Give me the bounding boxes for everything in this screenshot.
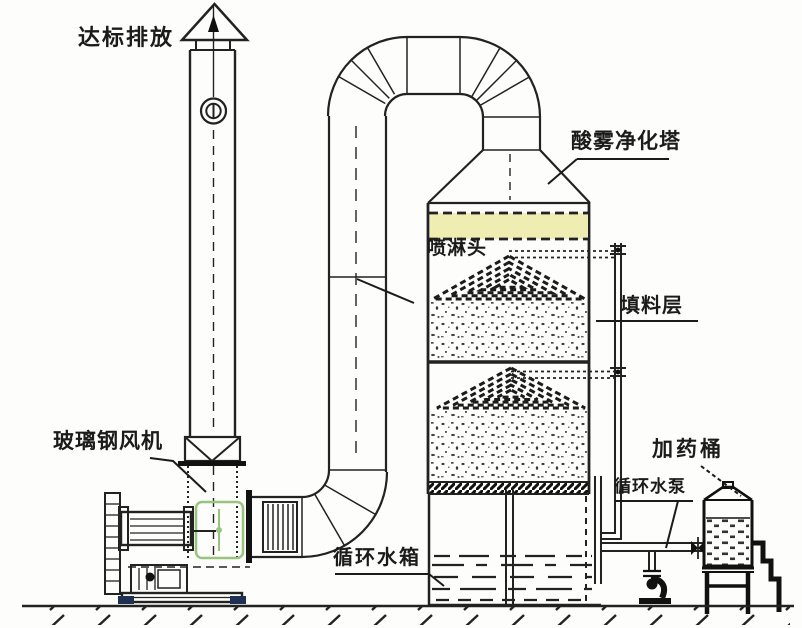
motor-bracket bbox=[104, 492, 121, 595]
sampling-port bbox=[199, 97, 228, 125]
label-compliant-emission: 达标排放 bbox=[78, 25, 175, 50]
spray-distributor-2 bbox=[436, 366, 586, 410]
ductwork bbox=[246, 35, 542, 563]
fan-motor bbox=[118, 506, 194, 551]
label-packing-layer: 填料层 bbox=[620, 295, 683, 317]
fan-assembly bbox=[104, 435, 250, 604]
flow-arrow bbox=[208, 15, 219, 32]
label-dosing-barrel: 加药桶 bbox=[652, 438, 724, 461]
spray-header-pipes bbox=[509, 250, 614, 379]
dosing-barrel bbox=[702, 481, 782, 614]
demister-band bbox=[430, 213, 588, 239]
spray-distributor-1 bbox=[427, 254, 591, 301]
leader-tower bbox=[547, 158, 669, 185]
bottom-elbow bbox=[301, 469, 389, 559]
circulation-pump bbox=[639, 569, 671, 604]
top-left-elbow bbox=[326, 35, 408, 117]
barrel-liquid bbox=[707, 519, 749, 565]
leader-tank bbox=[335, 573, 445, 587]
label-circulation-pump: 循环水泵 bbox=[614, 477, 686, 496]
label-spray-head: 喷淋头 bbox=[427, 238, 488, 259]
duct-flange bbox=[246, 490, 252, 563]
barrel-ladder bbox=[753, 540, 782, 612]
pipe-connector-2 bbox=[610, 367, 626, 377]
packing-layer-2 bbox=[430, 410, 587, 482]
drive-unit bbox=[130, 564, 188, 594]
leader-fan bbox=[149, 457, 207, 493]
label-circulation-tank: 循环水箱 bbox=[333, 547, 421, 569]
top-right-elbow bbox=[459, 35, 542, 118]
pipe-connector-1 bbox=[610, 245, 626, 255]
leader-pump bbox=[615, 500, 693, 549]
support-grid bbox=[429, 482, 589, 494]
leader-barrel bbox=[700, 465, 742, 497]
leader-lines bbox=[149, 158, 742, 587]
leader-spray-head bbox=[356, 278, 415, 304]
ground bbox=[22, 604, 794, 625]
packing-layer-1 bbox=[430, 300, 587, 360]
scrubber-tower bbox=[426, 149, 614, 495]
exhaust-stack bbox=[179, 2, 250, 555]
label-acid-mist-tower: 酸雾净化塔 bbox=[571, 130, 681, 153]
flexible-connector bbox=[262, 501, 298, 553]
flange bbox=[178, 461, 246, 466]
label-frp-fan: 玻璃钢风机 bbox=[53, 430, 163, 453]
circulation-tank bbox=[427, 490, 601, 607]
fan-base bbox=[118, 591, 246, 604]
